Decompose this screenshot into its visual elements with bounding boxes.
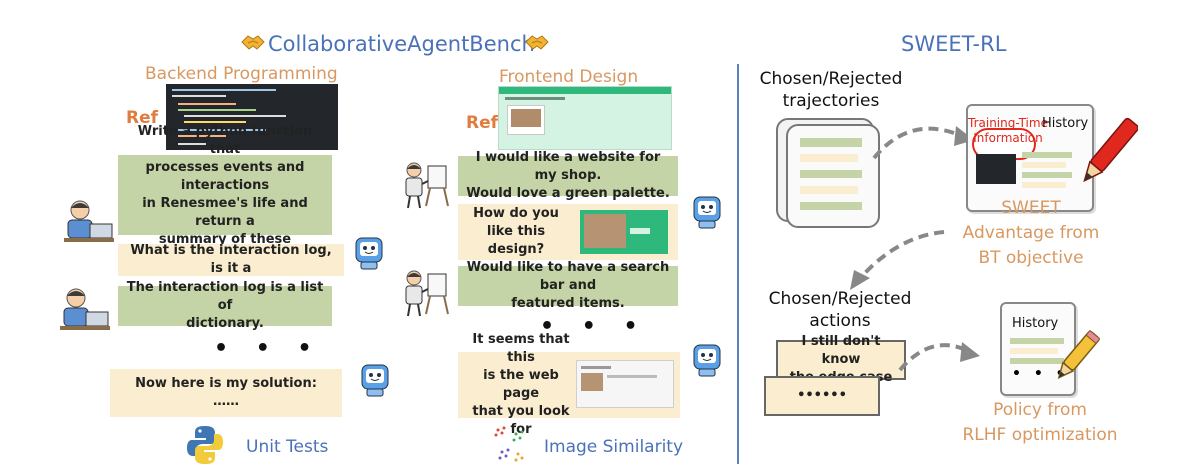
actions-label: Chosen/Rejected actions xyxy=(768,289,912,331)
history-label-top: History xyxy=(1042,116,1089,131)
human-user-icon-2 xyxy=(56,286,112,338)
policy-label: Policy from RLHF optimization xyxy=(962,400,1118,445)
sweet-advantage-label: SWEET Advantage from BT objective xyxy=(962,198,1100,268)
human-painter-icon-1 xyxy=(400,160,450,214)
handshake-icon-right xyxy=(524,30,550,58)
yellow-pencil-icon xyxy=(1052,328,1101,392)
backend-ref-label: Ref xyxy=(126,108,159,128)
backend-agent-question: What is the interaction log, is it a xyxy=(118,243,344,276)
trajectory-stack-front xyxy=(786,124,880,228)
handshake-icon-left xyxy=(240,30,266,58)
history-label-bottom: History xyxy=(1012,316,1059,331)
backend-user-answer: The interaction log is a list of diction… xyxy=(118,280,332,331)
frontend-ref-label: Ref xyxy=(466,113,499,133)
frontend-user-feedback: Would like to have a search bar and feat… xyxy=(458,260,678,311)
red-pencil-icon xyxy=(1080,112,1139,198)
arrow-to-policy xyxy=(898,342,980,372)
chosen-action-bubble: I still don't know the edge case xyxy=(776,334,906,385)
backend-user-request: Write a python function that processes e… xyxy=(118,124,332,265)
arrow-to-actions xyxy=(850,230,945,290)
frontend-ellipsis: • • • xyxy=(540,314,648,339)
benchmark-title: CollaborativeAgentBench xyxy=(268,32,535,56)
arrow-to-critic xyxy=(872,126,974,160)
backend-ellipsis: • • • xyxy=(214,336,322,361)
frontend-design-preview xyxy=(580,210,668,254)
image-similarity-icon xyxy=(490,424,530,470)
final-design-text: It seems that this is the web page that … xyxy=(472,332,570,437)
robot-agent-icon-1 xyxy=(352,233,386,275)
frontend-reference-webpage xyxy=(498,86,672,150)
policy-scroll: History • • • xyxy=(1000,302,1076,396)
robot-agent-icon-2 xyxy=(358,360,392,402)
python-logo-icon xyxy=(186,424,224,470)
rejected-action-bubble: •••••• xyxy=(764,376,880,416)
robot-agent-icon-3 xyxy=(690,192,724,234)
human-painter-icon-2 xyxy=(400,268,450,322)
frontend-user-request: I would like a website for my shop. Woul… xyxy=(458,150,678,201)
training-time-label: Training-Time Information xyxy=(968,116,1048,145)
sweet-rl-title: SWEET-RL xyxy=(901,32,1007,56)
frontend-heading: Frontend Design xyxy=(499,67,639,87)
frontend-final-webpage xyxy=(576,360,674,408)
unit-tests-label: Unit Tests xyxy=(246,437,329,457)
section-divider xyxy=(737,64,739,464)
critic-scroll: Training-Time Information History xyxy=(966,104,1094,212)
trajectories-label: Chosen/Rejected trajectories xyxy=(759,69,903,111)
image-similarity-label: Image Similarity xyxy=(544,437,684,457)
backend-code-thumbnail xyxy=(166,84,338,150)
backend-heading: Backend Programming xyxy=(145,64,338,84)
backend-agent-solution: Now here is my solution: …… xyxy=(110,369,342,417)
design-question-text: How do you like this design? xyxy=(473,206,559,257)
robot-agent-icon-4 xyxy=(690,340,724,382)
policy-scroll-dots: • • • xyxy=(1012,366,1069,382)
human-user-icon-1 xyxy=(60,198,116,250)
